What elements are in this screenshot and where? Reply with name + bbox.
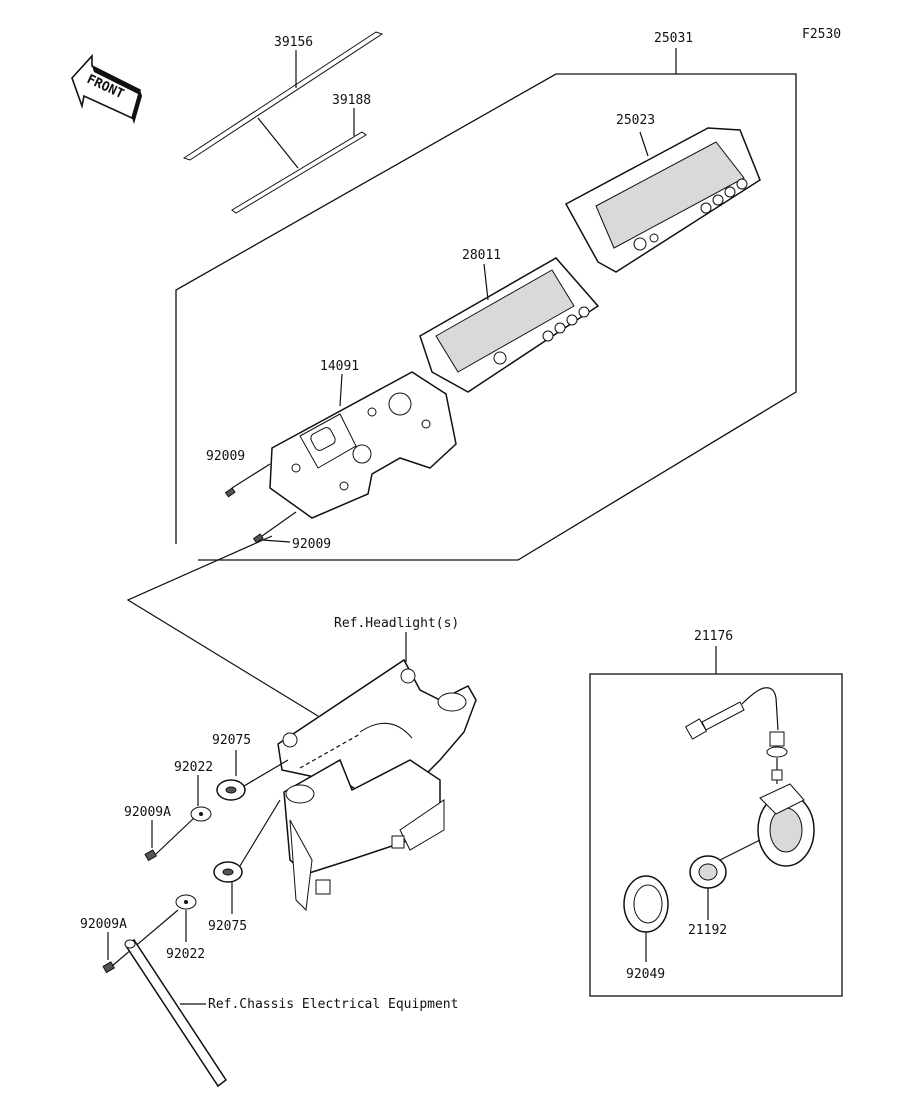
leader-92009-lower-text [261, 539, 291, 543]
leader-28011 [483, 263, 489, 301]
part-92075-grommet-upper [216, 779, 246, 801]
label-92009A-upper: 92009A [124, 805, 171, 820]
headlight-bracket [277, 658, 477, 912]
label-25023: 25023 [616, 113, 655, 128]
leader-92075-lower-ref [239, 799, 281, 867]
label-92009A-lower: 92009A [80, 917, 127, 932]
label-92049: 92049 [626, 967, 665, 982]
label-39188: 39188 [332, 93, 371, 108]
label-14091: 14091 [320, 359, 359, 374]
part-25023-meter-cover [564, 127, 761, 273]
leader-92009A-upper-ref [155, 817, 195, 855]
label-21176: 21176 [694, 629, 733, 644]
part-39188-sheet [231, 131, 367, 214]
part-21192-gear [689, 855, 727, 889]
part-21176-sensor [684, 687, 815, 867]
label-92075-lower: 92075 [208, 919, 247, 934]
ref-chassis: Ref.Chassis Electrical Equipment [208, 997, 458, 1012]
assembly-frame-25031 [175, 48, 797, 561]
part-92009A-bolt-upper [144, 849, 158, 862]
part-28011-meter-unit [419, 257, 600, 393]
label-92022-upper: 92022 [174, 760, 213, 775]
part-92009A-bolt-lower [102, 961, 116, 974]
part-92049-seal [623, 875, 669, 933]
diagram-code: F2530 [802, 27, 841, 42]
part-92009-screw-upper [224, 487, 236, 498]
leader-21192-ref [719, 839, 761, 861]
label-92009-lower: 92009 [292, 537, 331, 552]
part-92022-washer-lower [175, 894, 197, 910]
part-92009-screw-lower [252, 533, 264, 544]
leader-92009-upper [231, 463, 271, 489]
leader-92009-lower [261, 511, 297, 537]
label-92022-lower: 92022 [166, 947, 205, 962]
leader-14091 [339, 373, 343, 407]
part-14091-meter-case [269, 371, 457, 519]
part-39156-film [182, 31, 384, 161]
part-92022-washer-upper [190, 806, 212, 822]
leader-39156-39188 [257, 117, 299, 169]
label-92009-upper: 92009 [206, 449, 245, 464]
assembly-connector-line [126, 535, 319, 717]
label-25031: 25031 [654, 31, 693, 46]
front-arrow-icon: FRONT [71, 53, 142, 124]
leader-25023 [639, 131, 649, 157]
ref-headlight: Ref.Headlight(s) [334, 616, 459, 631]
label-28011: 28011 [462, 248, 501, 263]
label-21192: 21192 [688, 923, 727, 938]
leader-92009A-lower-ref [111, 909, 179, 967]
label-92075-upper: 92075 [212, 733, 251, 748]
chassis-strap [124, 938, 228, 1088]
label-39156: 39156 [274, 35, 313, 50]
part-92075-grommet-lower [213, 861, 243, 883]
leader-92075-upper-ref [243, 759, 289, 787]
